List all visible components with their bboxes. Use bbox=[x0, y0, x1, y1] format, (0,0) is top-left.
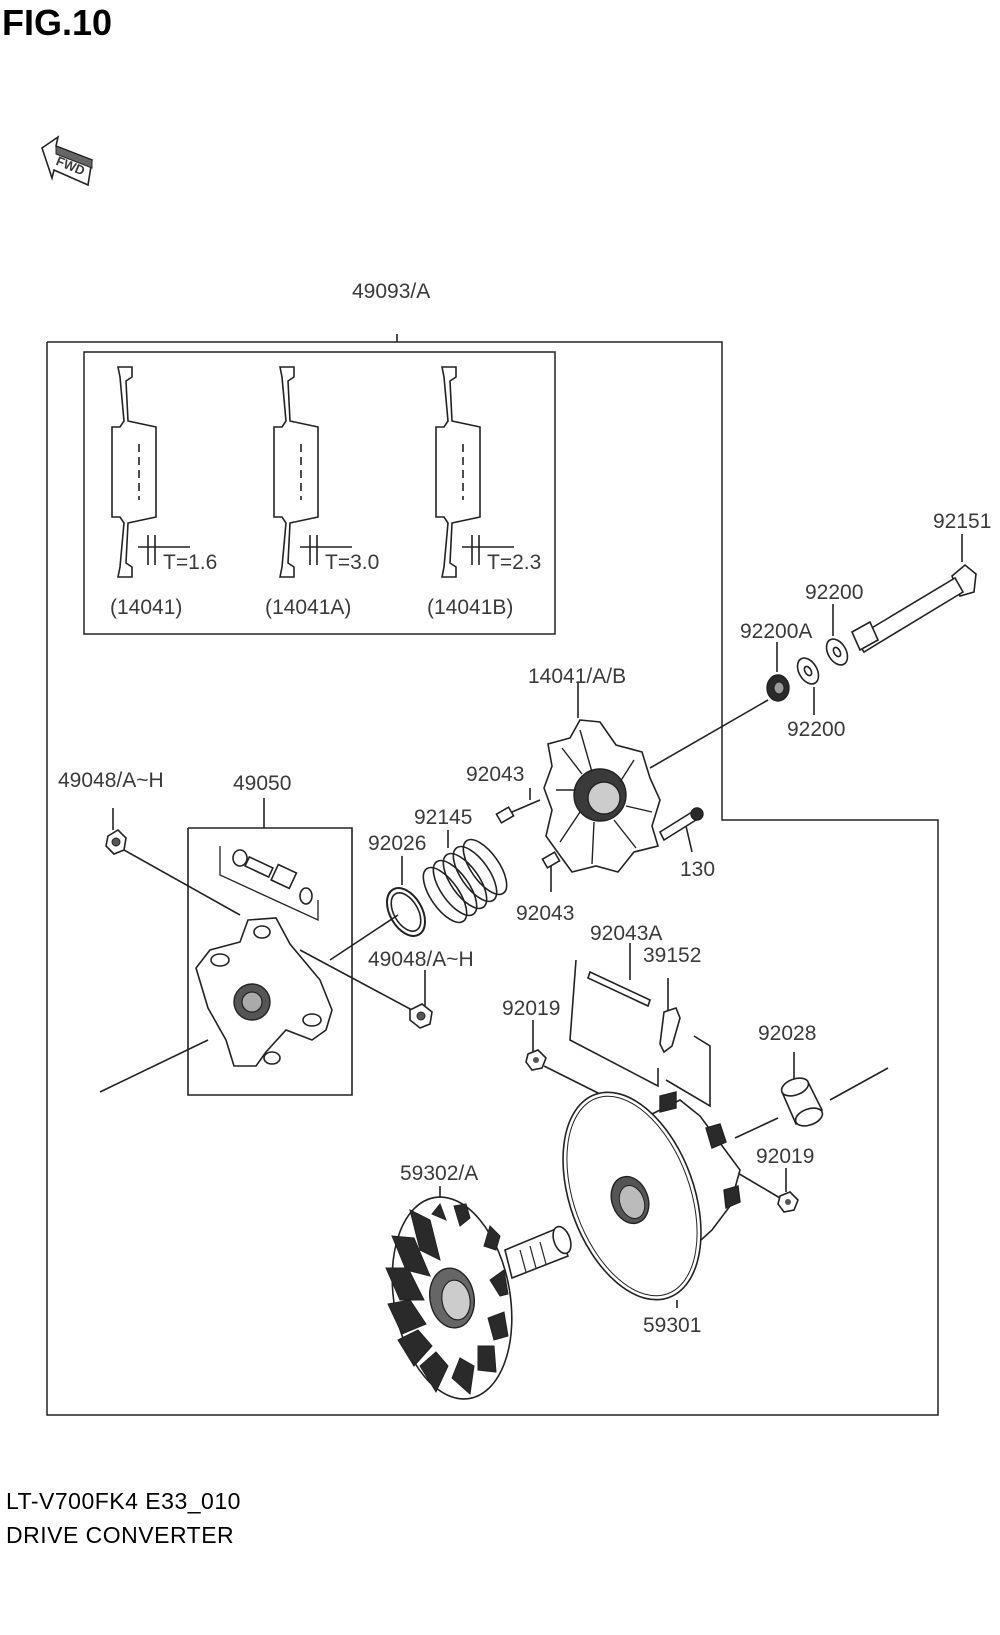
callout-92151: 92151 bbox=[933, 510, 991, 533]
callout-92145: 92145 bbox=[414, 806, 472, 829]
fwd-arrow-icon: FWD bbox=[41, 135, 93, 187]
fixed-sheave-59302 bbox=[385, 1186, 572, 1400]
cover-14041 bbox=[543, 683, 661, 873]
assembly-frame bbox=[46, 334, 939, 1416]
cross-section-14041 bbox=[111, 366, 190, 578]
bushing-92028 bbox=[734, 1052, 889, 1139]
thickness-label-3: T=2.3 bbox=[487, 551, 541, 574]
nut-49048-left bbox=[105, 808, 241, 916]
nut-92019-left bbox=[525, 1020, 621, 1105]
callout-92200-bottom: 92200 bbox=[787, 718, 845, 741]
callout-92043-top: 92043 bbox=[466, 763, 524, 786]
callout-14041ab: 14041/A/B bbox=[528, 665, 626, 688]
bolt-92151 bbox=[850, 534, 977, 654]
bearing-92200a bbox=[649, 642, 790, 769]
callout-49093a: 49093/A bbox=[352, 280, 430, 303]
weight-group bbox=[569, 943, 711, 1108]
variant-part-label-2: (14041A) bbox=[265, 596, 351, 619]
callout-92043-bottom: 92043 bbox=[516, 902, 574, 925]
callout-92200a: 92200A bbox=[740, 620, 812, 643]
page-name: DRIVE CONVERTER bbox=[6, 1522, 235, 1548]
cross-section-14041b bbox=[435, 366, 514, 578]
callout-49048-mid: 49048/A~H bbox=[368, 948, 474, 971]
thickness-inset: T=1.6 T=3.0 T=2.3 (14041) (14041A) (1404… bbox=[83, 351, 556, 635]
callout-92043a: 92043A bbox=[590, 922, 662, 945]
oring-92026 bbox=[386, 856, 426, 937]
callout-49048-left: 49048/A~H bbox=[58, 769, 164, 792]
thickness-label-2: T=3.0 bbox=[325, 551, 379, 574]
variant-part-label-3: (14041B) bbox=[427, 596, 513, 619]
callout-92026: 92026 bbox=[368, 832, 426, 855]
callout-92019-right: 92019 bbox=[756, 1145, 814, 1168]
spider-assembly-49050 bbox=[99, 798, 399, 1096]
callout-59301: 59301 bbox=[643, 1314, 701, 1337]
washer-92200-top bbox=[825, 604, 849, 666]
callout-130: 130 bbox=[680, 858, 715, 881]
pin-92043-bottom bbox=[541, 851, 561, 892]
model-code: LT-V700FK4 E33_010 bbox=[6, 1488, 241, 1514]
cooling-fins bbox=[385, 1203, 509, 1395]
callout-92019-left: 92019 bbox=[502, 997, 560, 1020]
callout-49050: 49050 bbox=[233, 772, 291, 795]
callout-92200-top: 92200 bbox=[805, 581, 863, 604]
washer-92200-bottom bbox=[796, 657, 820, 715]
thickness-label-1: T=1.6 bbox=[163, 551, 217, 574]
nut-49048-mid bbox=[299, 949, 433, 1029]
callout-39152: 39152 bbox=[643, 944, 701, 967]
cross-section-14041a bbox=[273, 366, 352, 578]
callout-92028: 92028 bbox=[758, 1022, 816, 1045]
pin-92043-top bbox=[495, 788, 541, 824]
movable-sheave-59301 bbox=[562, 1091, 741, 1308]
spring-92145 bbox=[422, 830, 508, 924]
variant-part-label-1: (14041) bbox=[110, 596, 182, 619]
callout-59302a: 59302/A bbox=[400, 1162, 478, 1185]
figure-title: FIG.10 bbox=[2, 2, 113, 43]
nut-92019-right bbox=[735, 1168, 799, 1213]
screw-130 bbox=[658, 807, 704, 853]
